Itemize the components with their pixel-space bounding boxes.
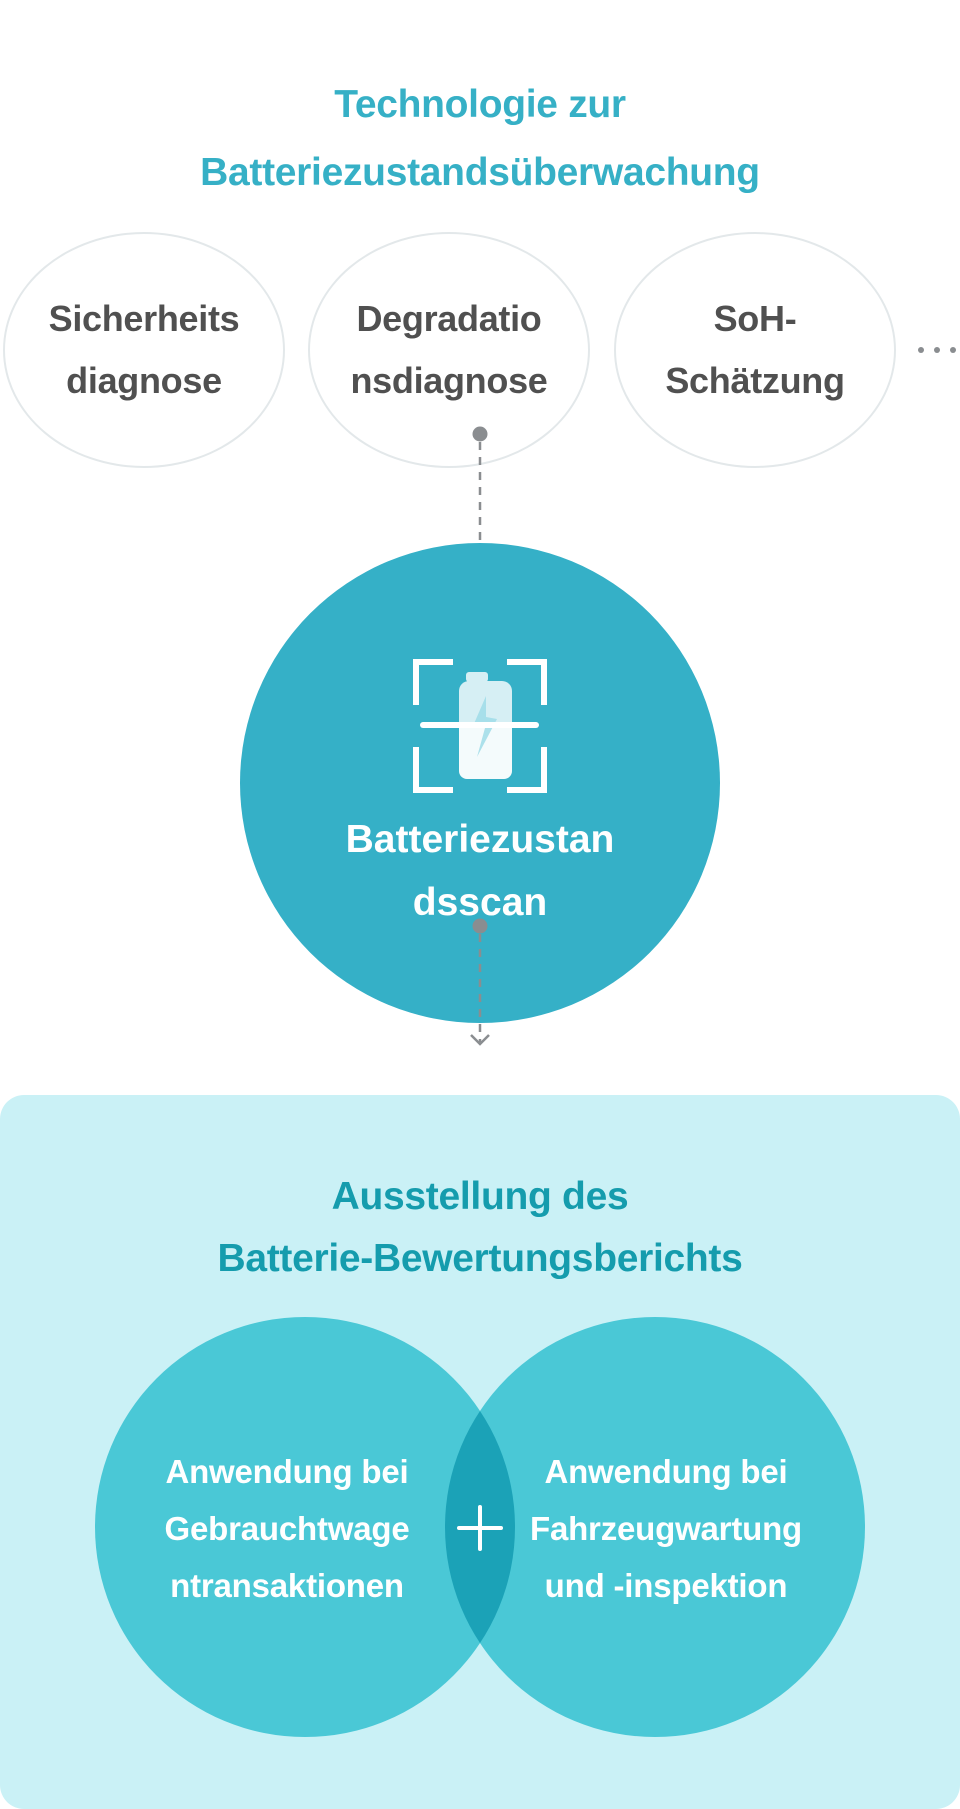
venn-circle-used-car bbox=[95, 1317, 515, 1737]
app-label-line1: Anwendung bei bbox=[544, 1453, 788, 1490]
tech-oval-safety-diagnosis: Sicherheits diagnose bbox=[3, 232, 285, 468]
tech-label-line1: Degradatio bbox=[356, 298, 542, 339]
venn-circle-maintenance bbox=[445, 1317, 865, 1737]
tech-label-line1: Sicherheits bbox=[48, 298, 240, 339]
plus-icon bbox=[457, 1505, 503, 1551]
tech-label-line2: nsdiagnose bbox=[350, 360, 548, 401]
tech-label-line2: diagnose bbox=[66, 360, 222, 401]
application-used-car-label: Anwendung bei Gebrauchtwage ntransaktion… bbox=[127, 1443, 447, 1614]
battery-scan-icon bbox=[413, 659, 547, 793]
app-label-line2: Fahrzeugwartung bbox=[529, 1510, 802, 1547]
report-title-line1: Ausstellung des bbox=[331, 1175, 629, 1218]
battery-scan-label: Batteriezustan dsscan bbox=[240, 808, 720, 934]
tech-oval-degradation-diagnosis: Degradatio nsdiagnose bbox=[308, 232, 590, 468]
battery-scan-circle bbox=[240, 543, 720, 1023]
application-maintenance-label: Anwendung bei Fahrzeugwartung und -inspe… bbox=[506, 1443, 826, 1614]
scan-label-line1: Batteriezustan bbox=[345, 818, 615, 861]
diagram-title-line1: Technologie zur bbox=[334, 83, 626, 126]
app-label-line3: ntransaktionen bbox=[170, 1567, 404, 1604]
diagram-title-line2: Batteriezustandsüberwachung bbox=[200, 151, 760, 194]
more-dots-icon bbox=[918, 340, 960, 360]
report-title: Ausstellung des Batterie-Bewertungsberic… bbox=[0, 1166, 960, 1290]
app-label-line3: und -inspektion bbox=[544, 1567, 788, 1604]
report-title-line2: Batterie-Bewertungsberichts bbox=[217, 1237, 743, 1280]
tech-label-line2: Schätzung bbox=[665, 360, 845, 401]
app-label-line1: Anwendung bei bbox=[165, 1453, 409, 1490]
tech-oval-soh-estimation: SoH- Schätzung bbox=[614, 232, 896, 468]
connector-top bbox=[472, 426, 488, 545]
tech-label-line1: SoH- bbox=[713, 298, 797, 339]
scan-label-line2: dsscan bbox=[412, 881, 548, 924]
connector-bottom-arrow bbox=[470, 918, 490, 1046]
venn-diagram bbox=[95, 1317, 865, 1737]
app-label-line2: Gebrauchtwage bbox=[164, 1510, 410, 1547]
